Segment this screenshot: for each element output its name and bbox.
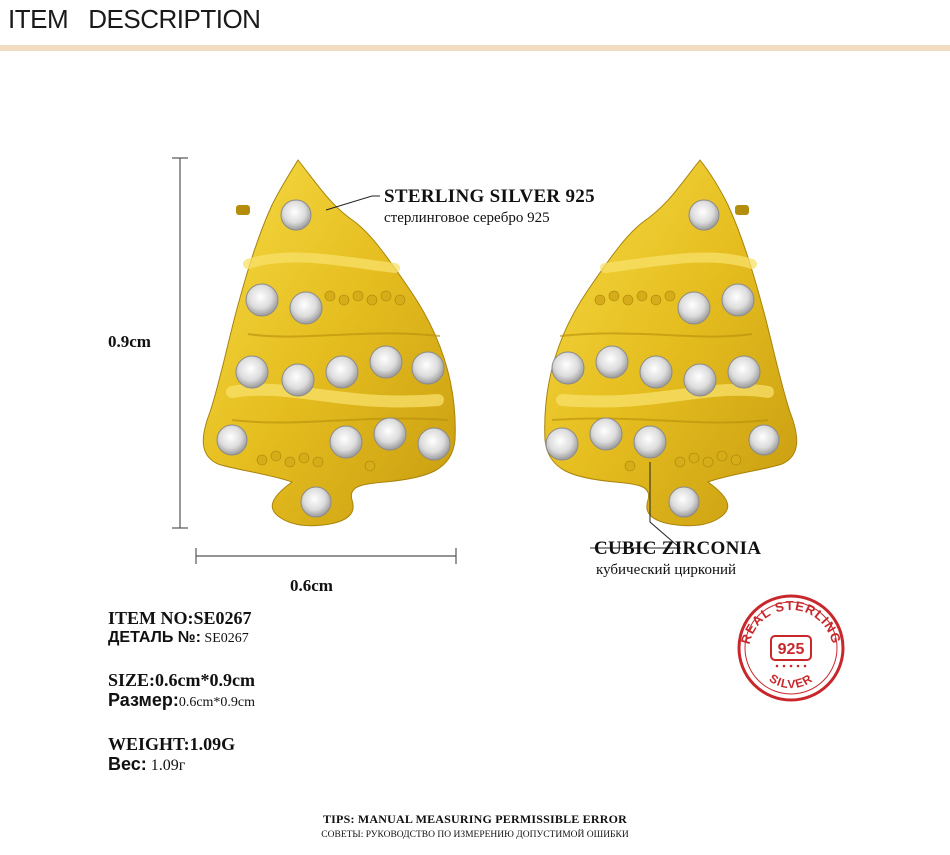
stone-callout-line: [590, 462, 682, 549]
stone-label-ru: кубический цирконий: [596, 562, 737, 578]
material-label: STERLING SILVER 925: [384, 186, 595, 207]
width-dimension-line: [195, 548, 457, 564]
stone-label: CUBIC ZIRCONIA: [594, 538, 762, 559]
item-number-block: ITEM NO:SE0267 ДЕТАЛЬ №: SE0267: [108, 608, 252, 649]
right-earring: [544, 159, 798, 527]
item-size: SIZE:0.6cm*0.9cm: [108, 670, 255, 690]
tips-text: TIPS: MANUAL MEASURING PERMISSIBLE ERROR: [322, 812, 628, 826]
header-divider: [0, 45, 950, 51]
height-label: 0.9cm: [108, 332, 151, 351]
item-number: ITEM NO:SE0267: [108, 608, 252, 628]
item-weight-ru-label: Вес:: [108, 754, 147, 774]
item-number-ru-value: SE0267: [200, 631, 249, 646]
material-callout-line: [325, 195, 380, 211]
badge-bottom-text: SILVER: [767, 671, 814, 691]
height-dimension-line: [172, 157, 188, 529]
svg-text:SILVER: SILVER: [767, 671, 815, 691]
sterling-silver-badge-icon: REAL STERLING SILVER 925: [737, 594, 845, 702]
item-number-ru-label: ДЕТАЛЬ №:: [108, 629, 201, 646]
page-title: ITEM DESCRIPTION: [8, 4, 261, 34]
left-earring: [202, 159, 456, 527]
tips-text-ru: СОВЕТЫ: РУКОВОДСТВО ПО ИЗМЕРЕНИЮ ДОПУСТИ…: [321, 830, 629, 840]
badge-number: 925: [778, 641, 805, 658]
material-label-ru: стерлинговое серебро 925: [384, 210, 550, 226]
width-label: 0.6cm: [290, 576, 333, 595]
weight-block: WEIGHT:1.09G Вес: 1.09г: [108, 734, 235, 776]
item-weight: WEIGHT:1.09G: [108, 734, 236, 754]
item-size-ru-label: Размер:: [108, 690, 179, 710]
item-size-ru-value: 0.6cm*0.9cm: [178, 695, 256, 710]
size-block: SIZE:0.6cm*0.9cm Размер:0.6cm*0.9cm: [108, 670, 255, 713]
item-weight-ru-value: 1.09г: [146, 757, 186, 774]
